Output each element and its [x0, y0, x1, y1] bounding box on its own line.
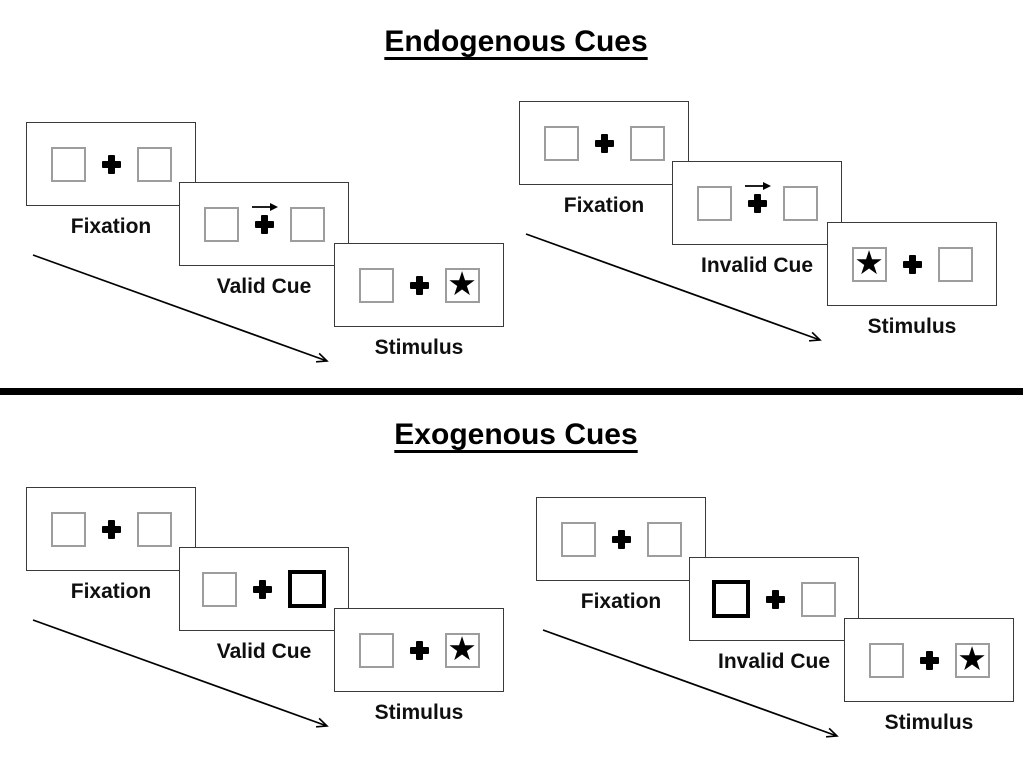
placeholder-square-left — [696, 185, 732, 221]
fixation-cross-icon — [594, 133, 614, 153]
placeholder-square-right — [646, 521, 682, 557]
screen-frame-invalid-cue: Invalid Cue — [672, 161, 842, 277]
placeholder-square-right — [937, 246, 973, 282]
placeholder-square-right: ★ — [954, 640, 990, 678]
fixation-cross-icon — [766, 589, 785, 609]
fixation-cross-icon — [409, 640, 429, 660]
screen-frame-stimulus: ★ Stimulus — [334, 243, 504, 359]
frame-label: Invalid Cue — [700, 254, 814, 277]
fixation-cross-icon — [919, 650, 939, 670]
frame-label: Invalid Cue — [717, 650, 831, 673]
frame-label: Fixation — [580, 590, 662, 613]
screen-frame-invalid-cue: Invalid Cue — [689, 557, 859, 673]
fixation-cross-wrap — [902, 254, 922, 274]
cue-arrow-icon — [251, 199, 278, 211]
fixation-cross-icon — [101, 519, 121, 539]
fixation-cross-wrap — [744, 181, 771, 213]
screen-frame-valid-cue: Valid Cue — [179, 547, 349, 663]
frame-label: Fixation — [70, 215, 152, 238]
fixation-cross-wrap — [101, 519, 121, 539]
placeholder-square-right — [629, 125, 665, 161]
fixation-cross-icon — [101, 154, 121, 174]
timeline-arrow — [525, 233, 822, 342]
panel-endogenous-valid: Fixation Valid Cue — [26, 122, 506, 390]
panel-exogenous-invalid: Fixation Invalid Cue ★ — [536, 497, 1016, 765]
placeholder-square-right — [801, 581, 836, 617]
fixation-cross-wrap — [251, 202, 278, 234]
placeholder-square-left — [543, 125, 579, 161]
fixation-cross-wrap — [594, 133, 614, 153]
fixation-cross-wrap — [101, 154, 121, 174]
fixation-cross-wrap — [253, 579, 272, 599]
screen-frame-stimulus: ★ Stimulus — [334, 608, 504, 724]
frame-label: Valid Cue — [216, 275, 312, 298]
fixation-cross-icon — [254, 214, 274, 234]
screen-frame-fixation: Fixation — [536, 497, 706, 613]
placeholder-square-left — [712, 580, 750, 618]
frame-label: Fixation — [563, 194, 645, 217]
fixation-cross-icon — [253, 579, 272, 599]
placeholder-square-left — [203, 206, 239, 242]
placeholder-square-right — [782, 185, 818, 221]
panel-exogenous-valid: Fixation Valid Cue ★ — [26, 487, 506, 755]
placeholder-square-right — [136, 146, 172, 182]
placeholder-square-left — [358, 632, 394, 668]
timeline-arrow — [542, 629, 839, 738]
timeline-arrow — [32, 254, 329, 363]
frame-label: Stimulus — [884, 711, 974, 734]
fixation-cross-wrap — [611, 529, 631, 549]
star-icon: ★ — [447, 630, 477, 667]
screen-frame-fixation: Fixation — [26, 122, 196, 238]
star-icon: ★ — [957, 640, 987, 677]
placeholder-square-left — [202, 571, 237, 607]
screen-frame-stimulus: ★ Stimulus — [827, 222, 997, 338]
fixation-cross-icon — [409, 275, 429, 295]
frame-label: Valid Cue — [216, 640, 312, 663]
fixation-cross-icon — [747, 193, 767, 213]
frame-label: Stimulus — [374, 336, 464, 359]
placeholder-square-right — [288, 570, 326, 608]
cue-arrow-icon — [744, 178, 771, 190]
fixation-cross-icon — [611, 529, 631, 549]
star-icon: ★ — [447, 265, 477, 302]
placeholder-square-left — [560, 521, 596, 557]
fixation-cross-icon — [902, 254, 922, 274]
fixation-cross-wrap — [409, 640, 429, 660]
timeline-arrow — [32, 619, 329, 728]
placeholder-square-left — [50, 146, 86, 182]
frame-label: Fixation — [70, 580, 152, 603]
placeholder-square-right — [136, 511, 172, 547]
screen-frame-fixation: Fixation — [26, 487, 196, 603]
placeholder-square-right — [289, 206, 325, 242]
fixation-cross-wrap — [919, 650, 939, 670]
panel-endogenous-invalid: Fixation Invalid Cue ★ — [519, 101, 999, 369]
fixation-cross-wrap — [409, 275, 429, 295]
placeholder-square-left — [50, 511, 86, 547]
placeholder-square-left — [868, 642, 904, 678]
exogenous-section-title: Exogenous Cues — [394, 418, 638, 451]
frame-label: Stimulus — [867, 315, 957, 338]
section-divider — [0, 388, 1023, 395]
screen-frame-fixation: Fixation — [519, 101, 689, 217]
star-icon: ★ — [854, 244, 884, 281]
frame-label: Stimulus — [374, 701, 464, 724]
screen-frame-valid-cue: Valid Cue — [179, 182, 349, 298]
placeholder-square-right: ★ — [444, 630, 480, 668]
placeholder-square-right: ★ — [444, 265, 480, 303]
placeholder-square-left: ★ — [851, 244, 887, 282]
endogenous-section-title: Endogenous Cues — [384, 25, 648, 58]
placeholder-square-left — [358, 267, 394, 303]
screen-frame-stimulus: ★ Stimulus — [844, 618, 1014, 734]
fixation-cross-wrap — [766, 589, 785, 609]
